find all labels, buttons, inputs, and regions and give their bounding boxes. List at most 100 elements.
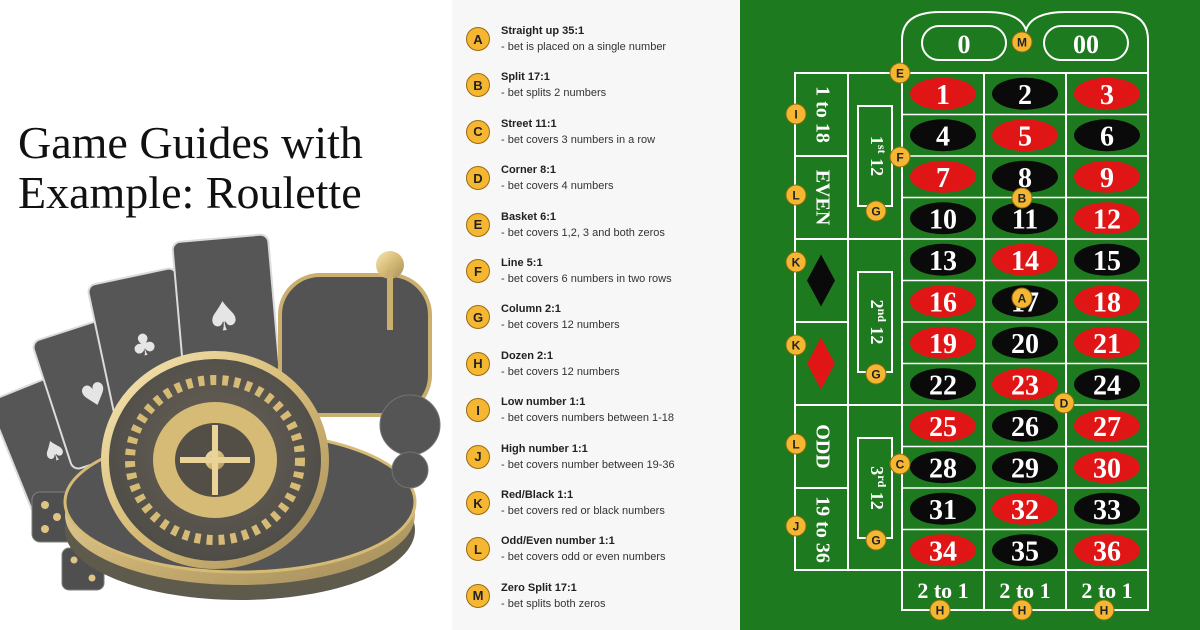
zero-number: 0 xyxy=(958,30,971,59)
column-bet-label: 2 to 1 xyxy=(1081,578,1132,603)
number-cell-35 xyxy=(992,534,1058,567)
dozen-label-part: 3 xyxy=(867,466,887,475)
bet-position-marker xyxy=(889,62,911,84)
slot-lever-icon xyxy=(278,251,432,417)
title-line-1: Game Guides with xyxy=(18,117,363,168)
dozen-label: 3rd 12 xyxy=(867,466,889,510)
bet-description: - bet splits both zeros xyxy=(501,597,606,610)
bet-name: Straight up 35:1 xyxy=(501,25,585,37)
bet-description: - bet covers 4 numbers xyxy=(501,180,614,193)
number-cell-29 xyxy=(992,451,1058,484)
column-bet-label: 2 to 1 xyxy=(999,578,1050,603)
number-cell-27 xyxy=(1074,409,1140,442)
bet-position-letter: I xyxy=(794,108,797,122)
number-label: 6 xyxy=(1100,121,1114,152)
bet-letter-badge: F xyxy=(466,259,490,283)
bet-letter-badge: D xyxy=(466,166,490,191)
dozen-label-part: 12 xyxy=(867,158,887,176)
number-cell-33 xyxy=(1074,492,1140,525)
bet-description: - bet is placed on a single number xyxy=(501,41,667,53)
number-label: 23 xyxy=(1011,370,1039,401)
number-cell-23 xyxy=(992,368,1058,401)
number-cell-25 xyxy=(910,409,976,442)
bet-position-letter: J xyxy=(793,520,800,534)
number-label: 35 xyxy=(1011,536,1039,567)
number-label: 9 xyxy=(1100,163,1114,194)
bet-position-marker xyxy=(1053,392,1075,414)
zero-area-outline xyxy=(901,11,1149,73)
outside-bet-label: EVEN xyxy=(811,170,833,226)
number-label: 28 xyxy=(929,453,957,484)
bet-description: - bet covers odd or even numbers xyxy=(501,551,666,564)
number-label: 33 xyxy=(1093,495,1121,526)
double-zero-oval xyxy=(1043,25,1129,61)
number-label: 26 xyxy=(1011,412,1039,443)
outside-bet-label: 1 to 18 xyxy=(811,86,833,143)
bet-name: Dozen 2:1 xyxy=(501,349,553,362)
number-label: 30 xyxy=(1093,453,1121,484)
number-label: 25 xyxy=(929,412,957,443)
number-cell-14 xyxy=(992,243,1058,276)
bet-description: - bet covers 12 numbers xyxy=(501,365,620,378)
number-cell-21 xyxy=(1074,326,1140,359)
bet-position-marker xyxy=(785,334,807,356)
bet-position-letter: K xyxy=(792,339,801,353)
bet-name: Street 11:1 xyxy=(501,117,557,130)
bet-position-letter: A xyxy=(1018,292,1027,306)
bet-position-marker xyxy=(785,184,807,206)
title-line-2: Example: Roulette xyxy=(18,167,362,218)
casino-illustration: ♠ ♥ ♣ ♠ xyxy=(0,230,450,630)
number-label: 12 xyxy=(1093,204,1121,235)
bet-position-letter: H xyxy=(936,604,945,618)
diamond-black-icon xyxy=(807,254,835,307)
number-label: 29 xyxy=(1011,453,1039,484)
number-cell-4 xyxy=(910,119,976,152)
bet-position-letter: B xyxy=(1018,192,1027,206)
bet-name: Corner 8:1 xyxy=(501,164,557,177)
roulette-table: 0001234567891011121314151617181920212223… xyxy=(740,0,1200,630)
bet-name: High number 1:1 xyxy=(501,442,588,455)
number-label: 10 xyxy=(929,204,957,235)
diamond-red-icon xyxy=(807,337,835,390)
dozen-label: 1st 12 xyxy=(867,136,889,176)
number-label: 7 xyxy=(936,163,950,194)
bet-name: Zero Split 17:1 xyxy=(501,581,577,594)
bet-position-marker xyxy=(865,200,887,222)
bet-position-letter: G xyxy=(871,205,880,219)
bet-letter-badge: G xyxy=(466,305,490,330)
number-cell-9 xyxy=(1074,160,1140,193)
bet-position-letter: K xyxy=(792,256,801,270)
number-label: 21 xyxy=(1093,329,1121,360)
bet-position-letter: G xyxy=(871,534,880,548)
number-cell-31 xyxy=(910,492,976,525)
number-label: 15 xyxy=(1093,246,1121,277)
number-cell-11 xyxy=(992,202,1058,235)
dozen-label-part: nd xyxy=(875,309,889,323)
bet-letter-badge: A xyxy=(466,27,490,51)
bet-position-marker xyxy=(1011,599,1033,621)
bet-letter-badge: J xyxy=(466,444,490,469)
bet-letter-badge: M xyxy=(466,583,490,608)
number-cell-6 xyxy=(1074,119,1140,152)
bet-name: Basket 6:1 xyxy=(501,210,557,223)
bet-letter-badge: L xyxy=(466,537,490,562)
bet-name: Column 2:1 xyxy=(501,303,561,316)
number-cell-2 xyxy=(992,77,1058,110)
number-label: 14 xyxy=(1011,246,1039,277)
bet-letter-badge: B xyxy=(466,73,490,98)
number-label: 13 xyxy=(929,246,957,277)
bet-position-marker xyxy=(1011,187,1033,209)
number-cell-5 xyxy=(992,119,1058,152)
bet-letter-badge: I xyxy=(466,398,490,423)
bet-letter-badge: E xyxy=(466,212,490,237)
bet-position-marker xyxy=(865,529,887,551)
page-title: Game Guides with Example: Roulette xyxy=(18,118,448,218)
number-cell-19 xyxy=(910,326,976,359)
bet-position-letter: D xyxy=(1060,397,1069,411)
bet-position-marker xyxy=(889,453,911,475)
outside-bet-label: ODD xyxy=(811,424,833,468)
zero-oval xyxy=(921,25,1007,61)
bet-name: Line 5:1 xyxy=(501,257,543,269)
number-label: 27 xyxy=(1093,412,1121,443)
number-label: 16 xyxy=(929,287,957,318)
